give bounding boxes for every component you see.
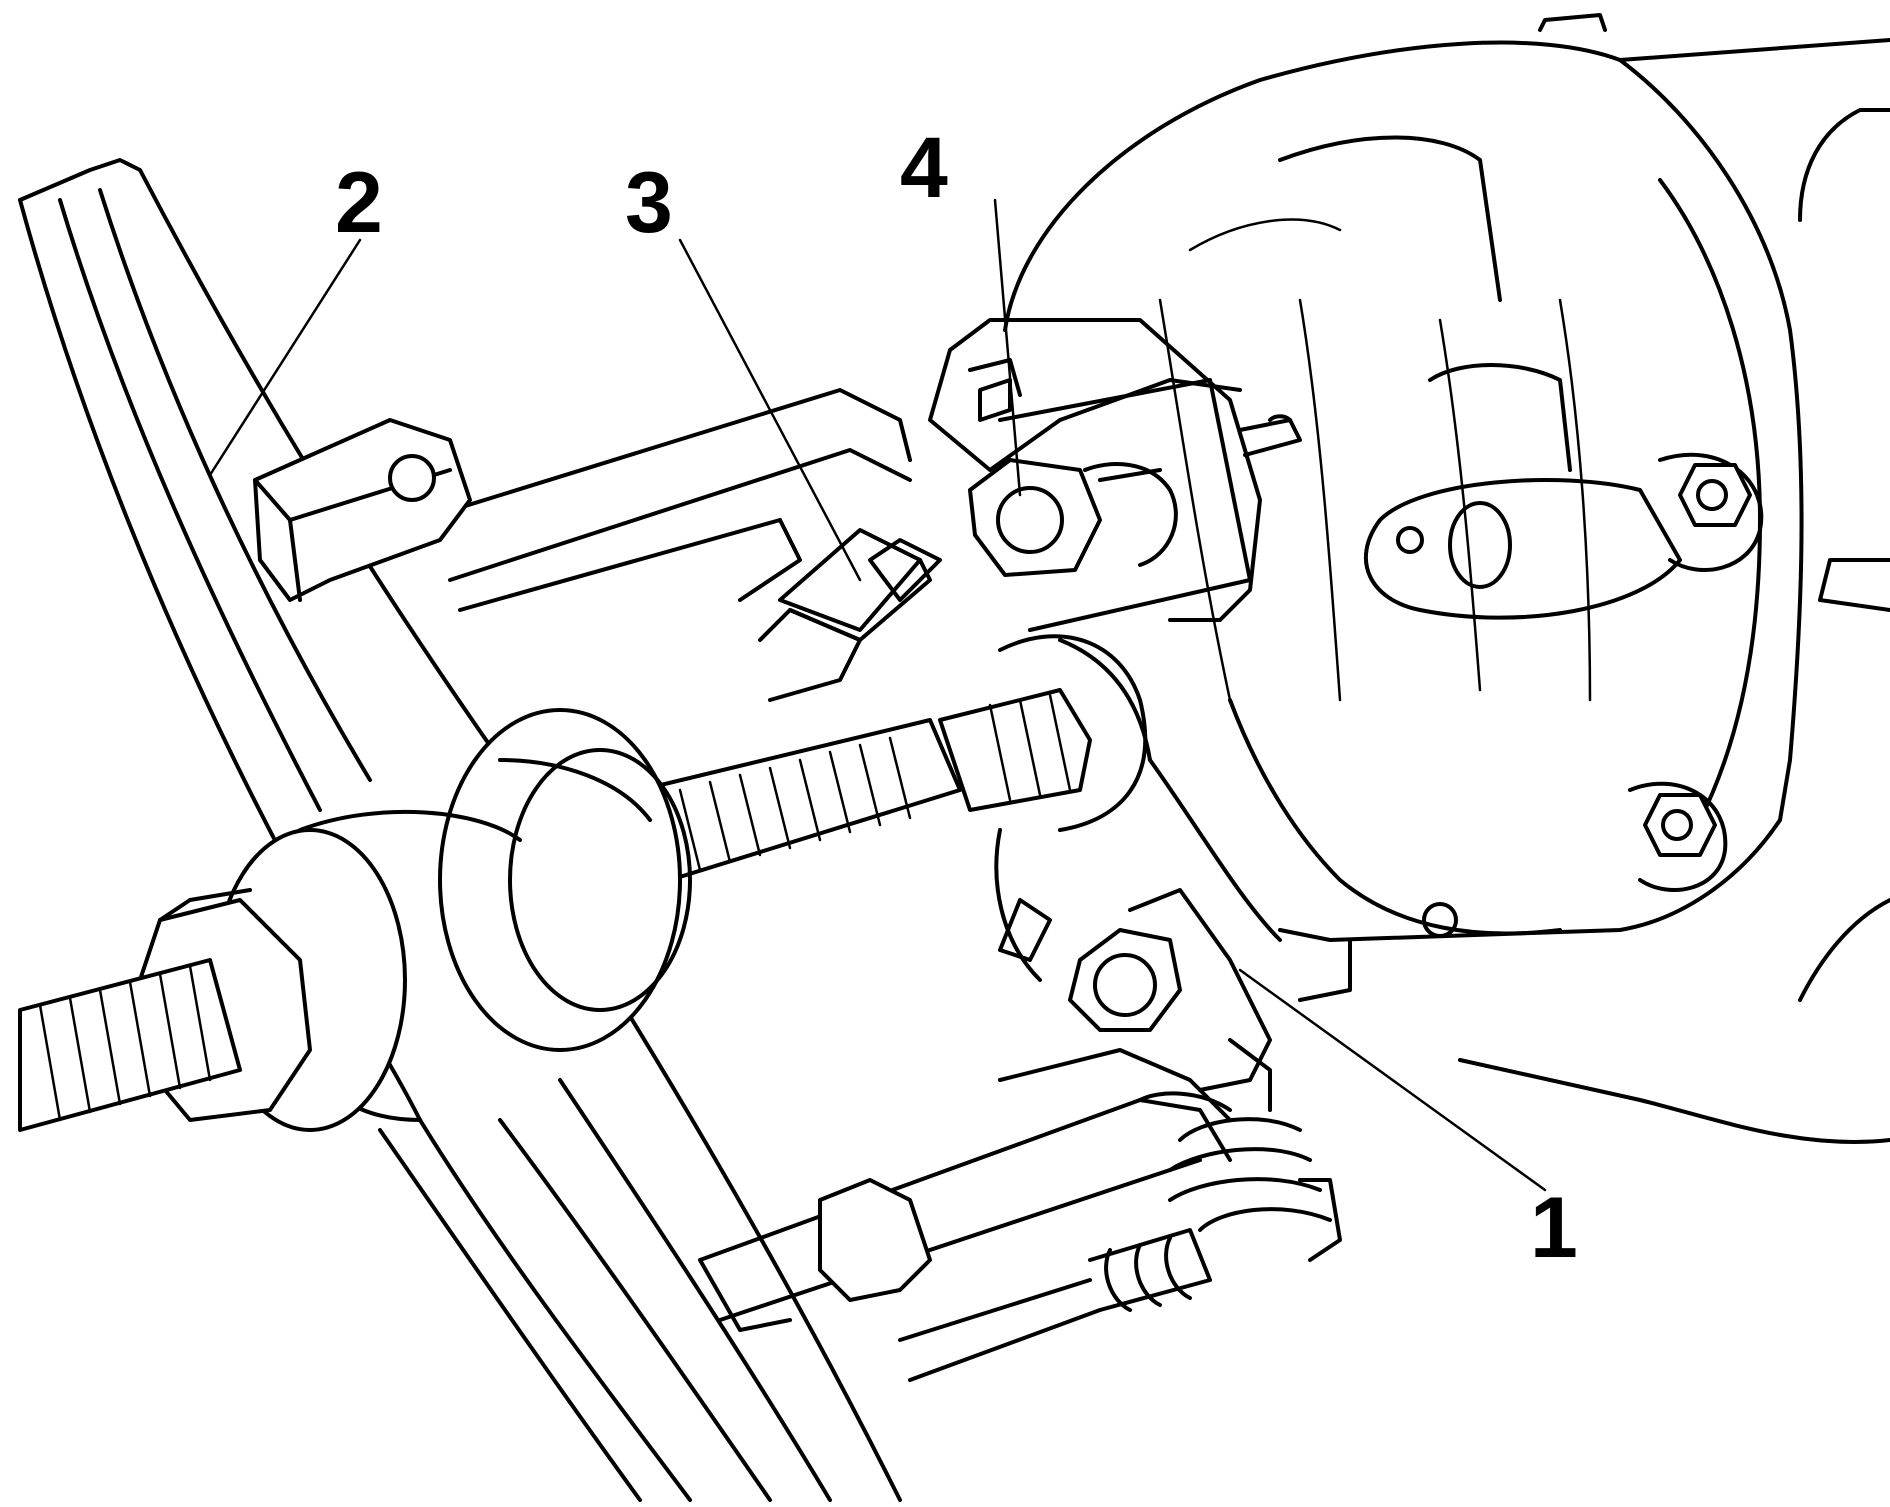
callout-4: 4 bbox=[900, 120, 948, 216]
leader-lines bbox=[208, 198, 1547, 1192]
callout-3: 3 bbox=[625, 155, 673, 251]
callout-1: 1 bbox=[1530, 1180, 1578, 1276]
leader-line-4 bbox=[993, 198, 1022, 497]
puller-lower-arm bbox=[698, 888, 1342, 1382]
callout-2: 2 bbox=[335, 155, 383, 251]
leader-line-3 bbox=[678, 238, 862, 582]
leader-line-1 bbox=[1238, 968, 1547, 1192]
transmission-housing bbox=[1003, 13, 1890, 1144]
leader-line-2 bbox=[208, 238, 362, 477]
puller-frame bbox=[18, 158, 1092, 1502]
steering-knuckle-bracket bbox=[758, 318, 1302, 982]
